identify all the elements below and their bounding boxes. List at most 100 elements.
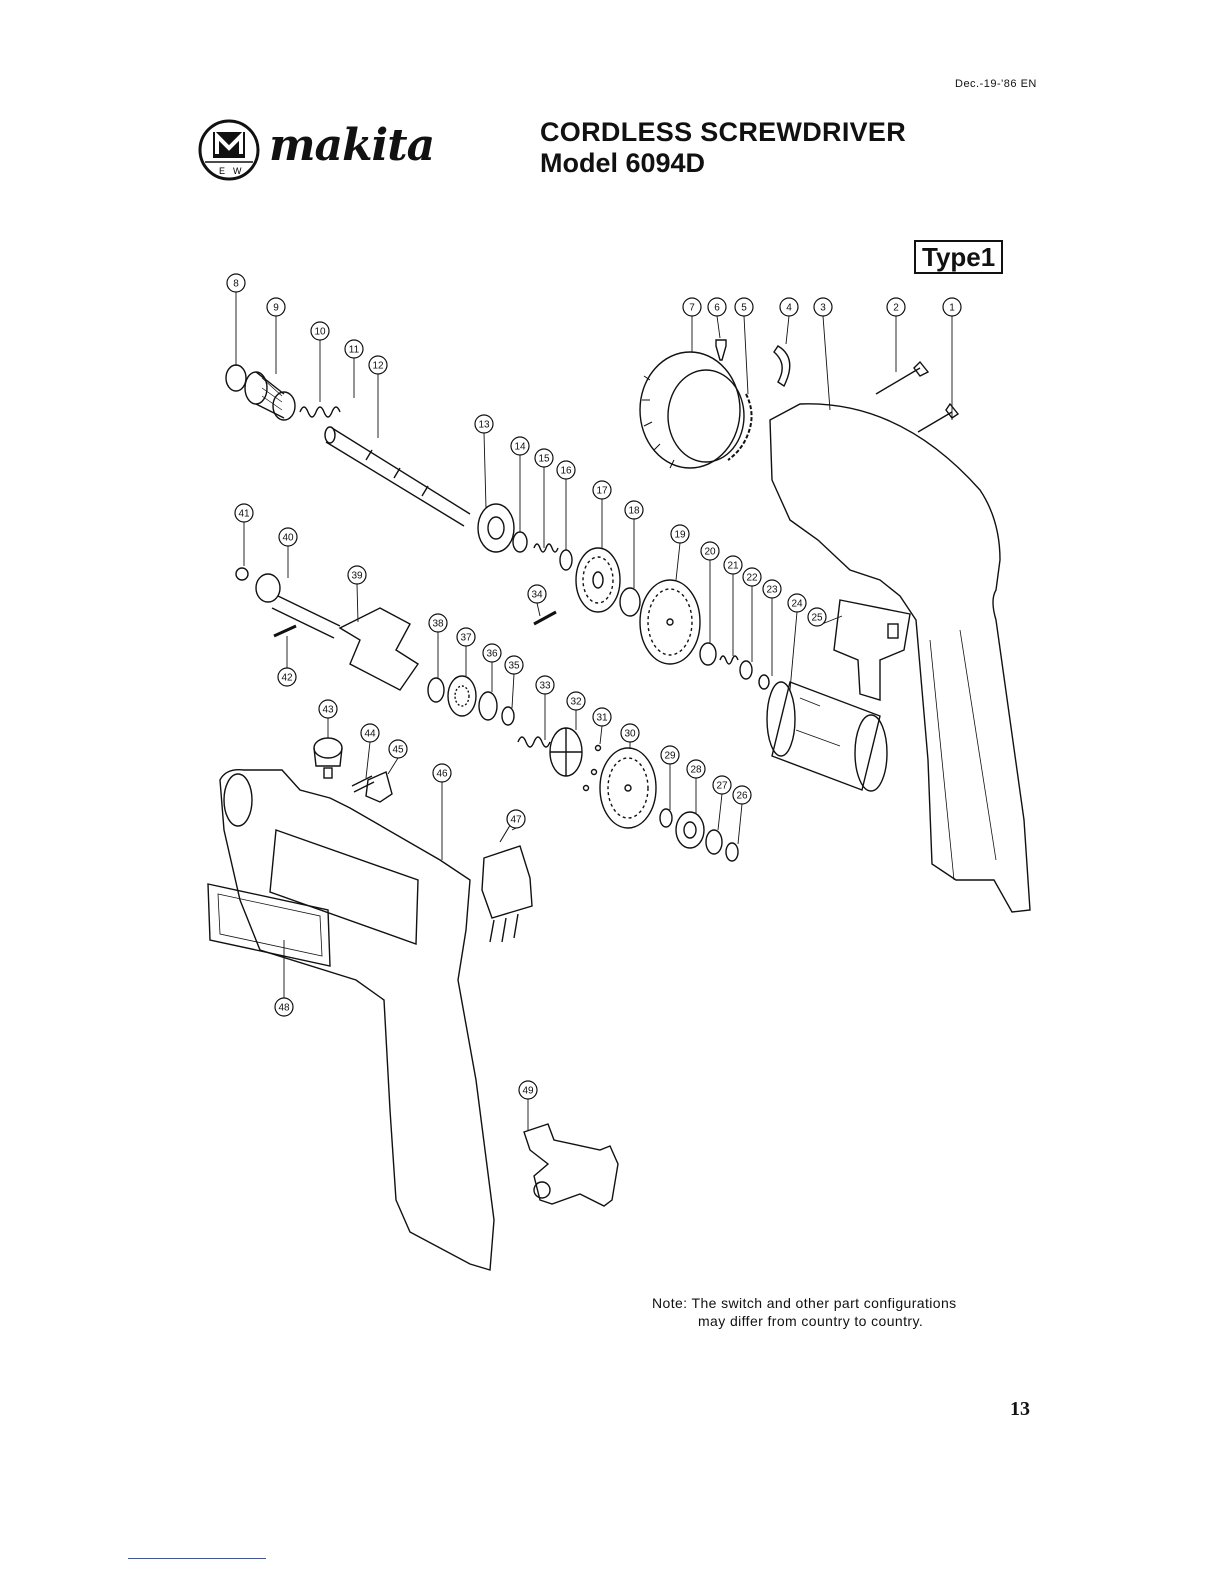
part-15-spring [534, 544, 558, 552]
part-callout-label: 35 [508, 661, 520, 672]
part-callout-43: 43 [319, 700, 337, 718]
part-18-ring [620, 588, 640, 616]
part-callout-49: 49 [519, 1081, 537, 1099]
part-callout-label: 49 [522, 1086, 534, 1097]
part-9-sleeve [245, 372, 295, 420]
part-48-name-plate [208, 884, 330, 966]
part-callout-18: 18 [625, 501, 643, 519]
part-callout-label: 9 [273, 303, 279, 314]
part-17-gear [576, 548, 620, 612]
part-callout-label: 39 [351, 571, 363, 582]
part-23-bearing [759, 675, 769, 689]
part-callout-3: 3 [814, 298, 832, 316]
part-callout-30: 30 [621, 724, 639, 742]
part-callout-37: 37 [457, 628, 475, 646]
leader-line-34 [537, 603, 540, 616]
part-16-washer [560, 550, 572, 570]
part-callout-45: 45 [389, 740, 407, 758]
part-callout-label: 19 [674, 530, 686, 541]
part-callout-25: 25 [808, 608, 826, 626]
part-callout-7: 7 [683, 298, 701, 316]
leader-line-24 [790, 612, 797, 690]
part-4-clip [774, 346, 790, 386]
part-43-knob [314, 738, 342, 778]
part-14-retaining-ring [513, 532, 527, 552]
part-callout-label: 45 [392, 745, 404, 756]
part-callout-29: 29 [661, 746, 679, 764]
part-callout-6: 6 [708, 298, 726, 316]
part-callout-label: 28 [690, 765, 702, 776]
part-callout-4: 4 [780, 298, 798, 316]
part-callout-label: 34 [531, 590, 543, 601]
part-callout-33: 33 [536, 676, 554, 694]
part-38-washer [428, 678, 444, 702]
part-callout-label: 25 [811, 613, 823, 624]
part-callout-2: 2 [887, 298, 905, 316]
part-callout-label: 4 [786, 303, 792, 314]
part-callout-label: 6 [714, 303, 720, 314]
part-callout-35: 35 [505, 656, 523, 674]
part-callout-8: 8 [227, 274, 245, 292]
note-line-1: Note: The switch and other part configur… [652, 1295, 957, 1311]
part-callout-label: 33 [539, 681, 551, 692]
part-callout-label: 2 [893, 303, 899, 314]
part-callout-26: 26 [733, 786, 751, 804]
part-40-pinion-shaft [256, 574, 340, 638]
part-callout-label: 47 [510, 815, 522, 826]
part-callout-15: 15 [535, 449, 553, 467]
leader-line-39 [357, 584, 358, 622]
part-49-battery-terminal [524, 1124, 618, 1206]
part-callout-14: 14 [511, 437, 529, 455]
part-6-screw [716, 340, 726, 360]
part-callout-22: 22 [743, 568, 761, 586]
part-callout-label: 1 [949, 303, 955, 314]
part-3-housing-right [770, 404, 1030, 912]
part-callout-label: 15 [538, 454, 550, 465]
part-7-ring-gear [640, 352, 744, 468]
part-46-label-recess [270, 830, 418, 944]
part-callout-label: 17 [596, 486, 608, 497]
part-32-cam [550, 728, 582, 776]
part-callout-5: 5 [735, 298, 753, 316]
part-callout-label: 3 [820, 303, 826, 314]
part-callout-label: 16 [560, 466, 572, 477]
part-callout-label: 24 [791, 599, 803, 610]
part-callout-20: 20 [701, 542, 719, 560]
leader-line-31 [600, 726, 602, 744]
part-24-motor [767, 682, 887, 791]
part-callout-27: 27 [713, 776, 731, 794]
part-22-washer [740, 661, 752, 679]
part-46-housing-left [220, 770, 494, 1270]
part-callout-10: 10 [311, 322, 329, 340]
part-callout-24: 24 [788, 594, 806, 612]
part-callout-label: 36 [486, 649, 498, 660]
part-callout-label: 29 [664, 751, 676, 762]
part-callout-11: 11 [345, 340, 363, 358]
part-callout-23: 23 [763, 580, 781, 598]
part-callout-28: 28 [687, 760, 705, 778]
part-callout-label: 26 [736, 791, 748, 802]
part-callout-label: 27 [716, 781, 728, 792]
part-21-spring [720, 656, 738, 664]
leader-line-6 [717, 316, 720, 338]
part-41-nut [236, 568, 248, 580]
part-28-bearing [676, 812, 704, 848]
part-20-washer [700, 643, 716, 665]
part-callout-label: 20 [704, 547, 716, 558]
part-callout-label: 31 [596, 713, 608, 724]
part-callout-12: 12 [369, 356, 387, 374]
part-callout-47: 47 [507, 810, 525, 828]
part-callout-48: 48 [275, 998, 293, 1016]
leader-line-5 [744, 316, 748, 394]
leader-lines [236, 292, 952, 1130]
leader-line-35 [512, 674, 514, 708]
part-callout-label: 46 [436, 769, 448, 780]
part-25-switch [834, 600, 910, 700]
part-callout-13: 13 [475, 415, 493, 433]
leader-line-45 [388, 758, 398, 774]
part-callout-label: 30 [624, 729, 636, 740]
part-30-gear [600, 748, 656, 828]
part-19-gear [640, 580, 700, 664]
part-callout-9: 9 [267, 298, 285, 316]
